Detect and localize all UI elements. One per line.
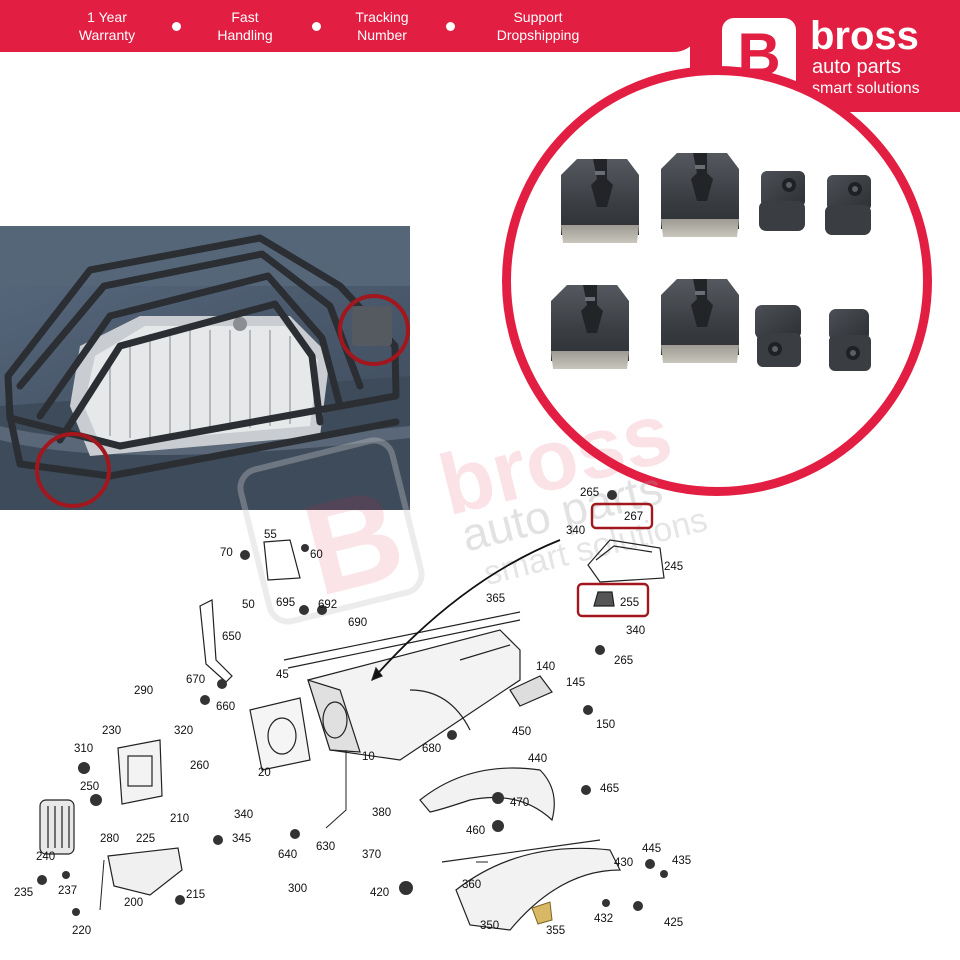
rubber-stop-small bbox=[755, 305, 801, 367]
part-number: 20 bbox=[258, 767, 271, 779]
bushing-icon bbox=[531, 901, 553, 925]
part-number: 60 bbox=[310, 549, 323, 561]
part-number: 150 bbox=[596, 719, 615, 731]
bullet-dot bbox=[446, 22, 455, 31]
feature-warranty: 1 Year Warranty bbox=[72, 8, 142, 44]
product-parts-image bbox=[551, 153, 871, 371]
part-number: 240 bbox=[36, 851, 55, 863]
part-number: 140 bbox=[536, 661, 555, 673]
part-number: 230 bbox=[102, 725, 121, 737]
part-number: 465 bbox=[600, 783, 619, 795]
part-number: 265 bbox=[580, 487, 599, 499]
part-number: 420 bbox=[370, 887, 389, 899]
part-number: 267 bbox=[624, 511, 643, 523]
part-number: 445 bbox=[642, 843, 661, 855]
part-number: 237 bbox=[58, 885, 77, 897]
part-number: 692 bbox=[318, 599, 337, 611]
rubber-stop-small bbox=[825, 175, 871, 235]
part-number: 380 bbox=[372, 807, 391, 819]
feature-handling: Fast Handling bbox=[205, 8, 285, 44]
diagram-fasteners bbox=[37, 490, 668, 916]
part-number: 45 bbox=[276, 669, 289, 681]
rubber-stop-small bbox=[759, 171, 805, 231]
part-number: 435 bbox=[672, 855, 691, 867]
part-number: 360 bbox=[462, 879, 481, 891]
part-number: 340 bbox=[626, 625, 645, 637]
part-number: 210 bbox=[170, 813, 189, 825]
part-number: 255 bbox=[620, 597, 639, 609]
feature-line: 1 Year bbox=[87, 9, 127, 25]
part-number: 370 bbox=[362, 849, 381, 861]
part-number: 200 bbox=[124, 897, 143, 909]
part-number: 695 bbox=[276, 597, 295, 609]
feature-line: Number bbox=[357, 27, 407, 43]
part-number: 70 bbox=[220, 547, 233, 559]
lamp-guard-photo bbox=[0, 226, 410, 510]
part-number: 265 bbox=[614, 655, 633, 667]
part-number: 450 bbox=[512, 726, 531, 738]
part-number: 220 bbox=[72, 925, 91, 937]
diagram-parts bbox=[39, 539, 665, 931]
part-number: 660 bbox=[216, 701, 235, 713]
feature-line: Tracking bbox=[355, 9, 409, 25]
part-number: 345 bbox=[232, 833, 251, 845]
part-number: 680 bbox=[422, 743, 441, 755]
feature-line: Dropshipping bbox=[496, 27, 580, 43]
part-number: 260 bbox=[190, 760, 209, 772]
part-number: 145 bbox=[566, 677, 585, 689]
part-number: 50 bbox=[242, 599, 255, 611]
part-number: 690 bbox=[348, 617, 367, 629]
rubber-stop-large bbox=[661, 279, 739, 363]
part-number: 355 bbox=[546, 925, 565, 937]
part-number: 440 bbox=[528, 753, 547, 765]
bullet-dot bbox=[172, 22, 181, 31]
part-number: 320 bbox=[174, 725, 193, 737]
part-number: 470 bbox=[510, 797, 529, 809]
part-number: 250 bbox=[80, 781, 99, 793]
lamp-guard-illustration bbox=[0, 226, 410, 510]
feature-line: Handling bbox=[217, 27, 273, 43]
highlight-box-255 bbox=[576, 582, 650, 618]
diagram-labels: 265 267 340 245 255 340 265 55 70 60 50 … bbox=[14, 487, 691, 937]
product-circle bbox=[502, 66, 932, 496]
part-number: 225 bbox=[136, 833, 155, 845]
part-number: 350 bbox=[480, 920, 499, 932]
logo-tagline: smart solutions bbox=[812, 80, 920, 97]
part-number: 640 bbox=[278, 849, 297, 861]
highlight-box-267 bbox=[590, 502, 654, 530]
part-number: 10 bbox=[362, 751, 375, 763]
logo-subtitle: auto parts bbox=[812, 56, 901, 78]
part-number: 310 bbox=[74, 743, 93, 755]
rubber-stop-large bbox=[561, 159, 639, 243]
feature-line: Fast bbox=[231, 9, 259, 25]
part-number: 432 bbox=[594, 913, 613, 925]
part-number: 460 bbox=[466, 825, 485, 837]
part-number: 280 bbox=[100, 833, 119, 845]
rubber-stop-small bbox=[829, 309, 871, 371]
part-number: 215 bbox=[186, 889, 205, 901]
part-number: 340 bbox=[234, 809, 253, 821]
rubber-stop-large bbox=[551, 285, 629, 369]
part-number: 245 bbox=[664, 561, 683, 573]
feature-line: Warranty bbox=[78, 27, 136, 43]
feature-dropshipping: Support Dropshipping bbox=[488, 8, 588, 44]
part-number: 340 bbox=[566, 525, 585, 537]
part-number: 670 bbox=[186, 674, 205, 686]
part-number: 300 bbox=[288, 883, 307, 895]
part-number: 650 bbox=[222, 631, 241, 643]
part-number: 290 bbox=[134, 685, 153, 697]
feature-line: Support bbox=[513, 9, 563, 25]
part-number: 235 bbox=[14, 887, 33, 899]
top-banner: 1 Year Warranty Fast Handling Tracking N… bbox=[0, 0, 700, 52]
part-number: 425 bbox=[664, 917, 683, 929]
part-number: 630 bbox=[316, 841, 335, 853]
part-number: 365 bbox=[486, 593, 505, 605]
rubber-stop-large bbox=[661, 153, 739, 237]
part-number: 55 bbox=[264, 529, 277, 541]
logo-brand-name: bross bbox=[810, 14, 919, 58]
part-number: 430 bbox=[614, 857, 633, 869]
bullet-dot bbox=[312, 22, 321, 31]
feature-tracking: Tracking Number bbox=[342, 8, 422, 44]
